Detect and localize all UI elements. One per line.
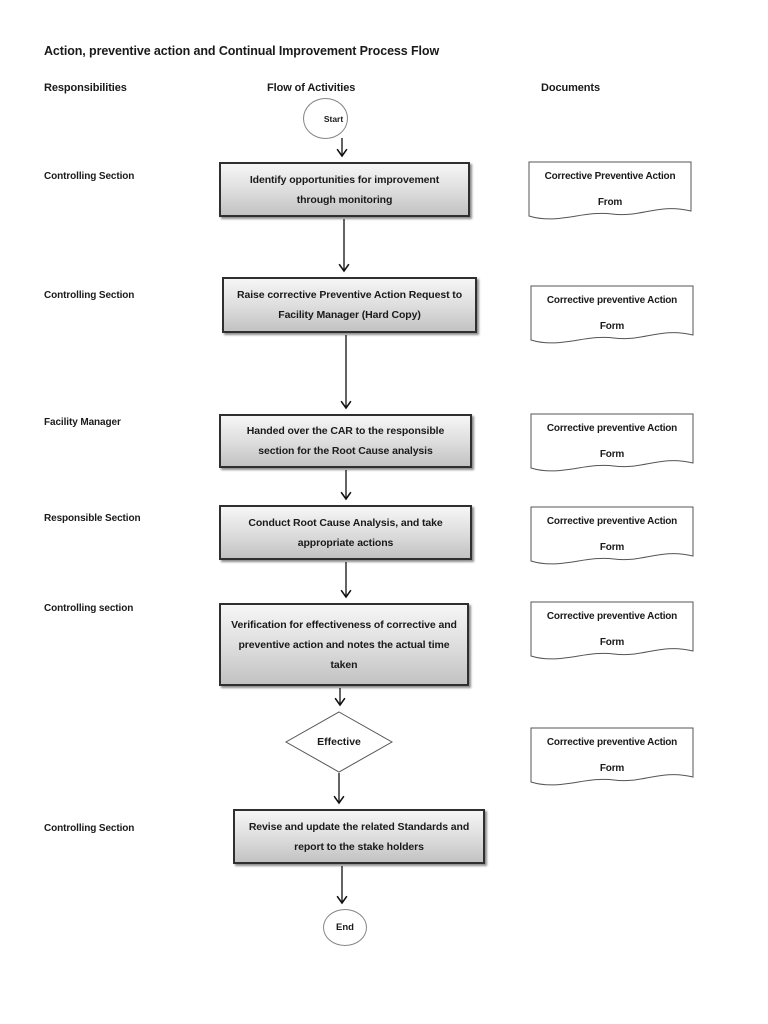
document-shape: Corrective preventive Action Form xyxy=(530,727,694,791)
document-title: Corrective preventive Action xyxy=(546,611,678,622)
activity-box-identify-opportunities: Identify opportunities for improvement t… xyxy=(219,162,470,217)
diamond-shape xyxy=(285,711,393,773)
document-outline-icon xyxy=(530,506,694,565)
document-outline-icon xyxy=(530,727,694,786)
document-shape: Corrective preventive Action Form xyxy=(530,413,694,477)
end-terminator: End xyxy=(323,909,367,946)
document-subtitle: Form xyxy=(599,542,625,553)
activity-box-root-cause-analysis: Conduct Root Cause Analysis, and take ap… xyxy=(219,505,472,560)
document-outline-icon xyxy=(530,285,694,344)
document-shape: Corrective Preventive Action From xyxy=(528,161,692,225)
document-title: Corrective Preventive Action xyxy=(544,171,676,182)
decision-diamond-effective: Effective xyxy=(285,711,393,773)
responsibility-label: Facility Manager xyxy=(44,417,121,428)
responsibility-label: Responsible Section xyxy=(44,513,141,524)
document-title: Corrective preventive Action xyxy=(546,516,678,527)
decision-label: Effective xyxy=(317,736,361,748)
document-outline-icon xyxy=(530,601,694,660)
responsibility-label: Controlling Section xyxy=(44,171,135,182)
activity-box-revise-update: Revise and update the related Standards … xyxy=(233,809,485,864)
document-subtitle: Form xyxy=(599,321,625,332)
document-outline-icon xyxy=(530,413,694,472)
activity-box-raise-car: Raise corrective Preventive Action Reque… xyxy=(222,277,477,333)
column-header-flow-of-activities: Flow of Activities xyxy=(267,82,356,94)
end-label: End xyxy=(336,922,354,933)
activity-box-verification: Verification for effectiveness of correc… xyxy=(219,603,469,686)
document-title: Corrective preventive Action xyxy=(546,295,678,306)
activity-box-handover-car: Handed over the CAR to the responsible s… xyxy=(219,414,472,468)
responsibility-label: Controlling section xyxy=(44,603,134,614)
document-title: Corrective preventive Action xyxy=(546,737,678,748)
responsibility-label: Controlling Section xyxy=(44,290,135,301)
responsibility-label: Controlling Section xyxy=(44,823,135,834)
start-label: Start xyxy=(323,113,344,124)
document-shape: Corrective preventive Action Form xyxy=(530,601,694,665)
page-title: Action, preventive action and Continual … xyxy=(44,44,440,58)
column-header-documents: Documents xyxy=(541,82,600,94)
document-subtitle: Form xyxy=(599,637,625,648)
column-header-responsibilities: Responsibilities xyxy=(44,82,127,94)
start-terminator: Start xyxy=(303,98,348,139)
document-title: Corrective preventive Action xyxy=(546,423,678,434)
document-subtitle: From xyxy=(597,197,623,208)
document-subtitle: Form xyxy=(599,449,625,460)
document-shape: Corrective preventive Action Form xyxy=(530,506,694,570)
document-outline-icon xyxy=(528,161,692,220)
document-subtitle: Form xyxy=(599,763,625,774)
document-shape: Corrective preventive Action Form xyxy=(530,285,694,349)
